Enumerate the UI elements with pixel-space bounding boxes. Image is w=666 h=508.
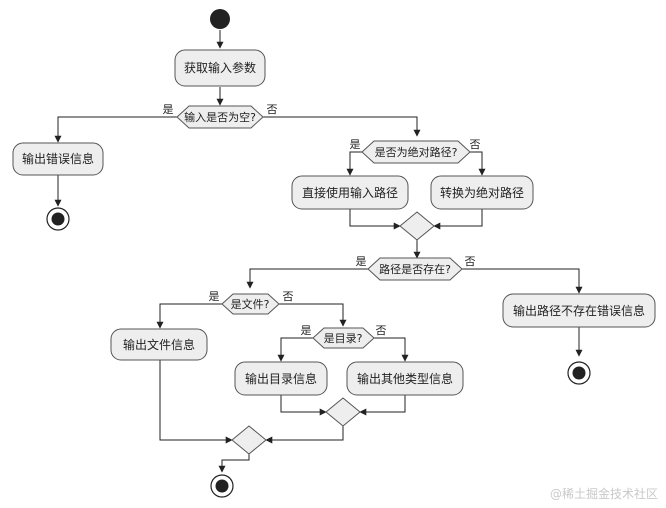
activity-output-not-exist-label: 输出路径不存在错误信息 <box>513 303 645 318</box>
decision-is-dir-label: 是目录? <box>324 332 363 345</box>
activity-output-error: 输出错误信息 <box>12 142 104 176</box>
watermark: @稀土掘金技术社区 <box>549 487 658 501</box>
start-node <box>210 9 230 29</box>
activity-convert-abs-path-label: 转换为绝对路径 <box>440 185 524 200</box>
decision-is-file-label: 是文件? <box>231 297 270 311</box>
end-node-not-exist <box>567 361 591 385</box>
merge-node-dir <box>325 397 361 427</box>
label-no-path-exists: 否 <box>465 255 476 268</box>
activity-output-error-label: 输出错误信息 <box>22 151 94 166</box>
decision-path-exists-label: 路径是否存在? <box>379 262 451 276</box>
decision-is-absolute: 是否为绝对路径? <box>361 140 471 164</box>
activity-output-other-info-label: 输出其他类型信息 <box>357 371 453 386</box>
label-no-is-absolute: 否 <box>470 138 481 151</box>
decision-is-file: 是文件? <box>221 293 280 315</box>
activity-output-not-exist: 输出路径不存在错误信息 <box>502 293 656 328</box>
label-yes-is-absolute: 是 <box>350 138 361 151</box>
label-yes-input-empty: 是 <box>163 103 174 116</box>
activity-use-input-path-label: 直接使用输入路径 <box>302 185 398 200</box>
activity-get-input: 获取输入参数 <box>174 49 266 87</box>
decision-input-empty: 输入是否为空? <box>176 105 264 129</box>
merge-node-final <box>231 425 267 455</box>
activity-output-other-info: 输出其他类型信息 <box>346 361 464 396</box>
activity-use-input-path: 直接使用输入路径 <box>291 175 409 210</box>
end-node-error <box>46 207 70 231</box>
label-yes-path-exists: 是 <box>356 255 367 268</box>
activity-output-dir-info: 输出目录信息 <box>234 361 328 396</box>
activity-get-input-label: 获取输入参数 <box>184 60 256 75</box>
decision-path-exists: 路径是否存在? <box>367 257 463 281</box>
decision-is-dir: 是目录? <box>312 327 375 349</box>
label-yes-is-file: 是 <box>209 290 220 303</box>
activity-output-file-info: 输出文件信息 <box>110 328 208 361</box>
activity-output-dir-info-label: 输出目录信息 <box>245 371 317 386</box>
label-no-is-file: 否 <box>283 290 294 303</box>
decision-input-empty-label: 输入是否为空? <box>184 110 256 124</box>
activity-output-file-info-label: 输出文件信息 <box>123 337 195 352</box>
label-yes-is-dir: 是 <box>301 324 312 337</box>
merge-node-path <box>399 211 435 241</box>
activity-convert-abs-path: 转换为绝对路径 <box>430 175 534 210</box>
end-node-final <box>210 474 234 498</box>
decision-is-absolute-label: 是否为绝对路径? <box>375 145 458 159</box>
label-no-is-dir: 否 <box>376 324 387 337</box>
connectors <box>54 30 583 473</box>
label-no-input-empty: 否 <box>267 103 278 116</box>
